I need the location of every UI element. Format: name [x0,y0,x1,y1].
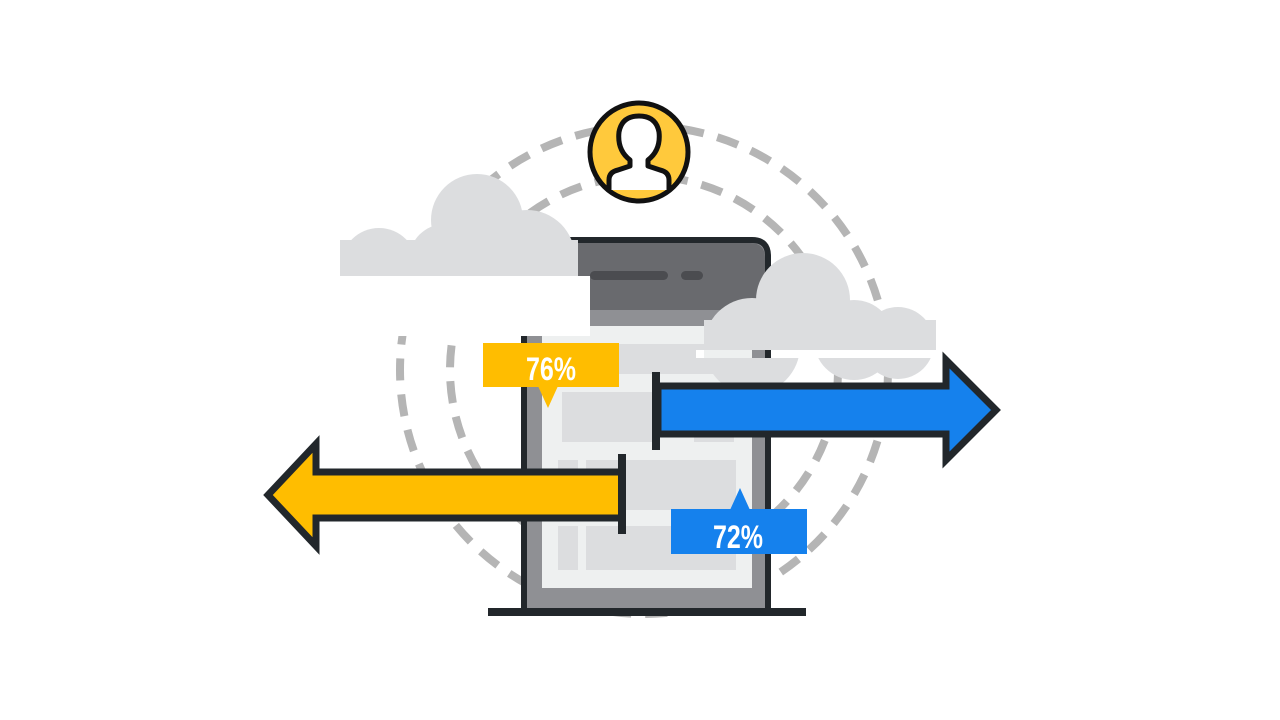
yellow-callout: 76% [483,343,619,408]
arrow-left-icon [263,435,626,555]
cloud-icon-right [704,253,936,394]
arrow-left-tail-bar [618,454,626,534]
screen-block-6 [558,526,578,570]
avatar-silhouette [606,113,672,190]
phone-speaker [590,271,668,280]
yellow-callout-value: 76% [526,351,576,387]
arrow-right-tail-bar [652,372,660,450]
ground-line [488,608,806,616]
arrow-right-icon [652,351,1001,469]
phone-outline-under-cloud [765,350,771,358]
user-avatar-icon [587,100,691,204]
screen-strip-under-cloud [704,350,752,358]
screen-block-2 [562,392,652,442]
phone-edge-under-cloud [752,350,765,358]
phone-sensor [681,271,703,280]
cloud-base-cut-right [696,350,946,358]
blue-callout: 72% [671,488,807,555]
cloud-base-cut-left [330,276,590,336]
blue-callout-value: 72% [713,519,763,555]
